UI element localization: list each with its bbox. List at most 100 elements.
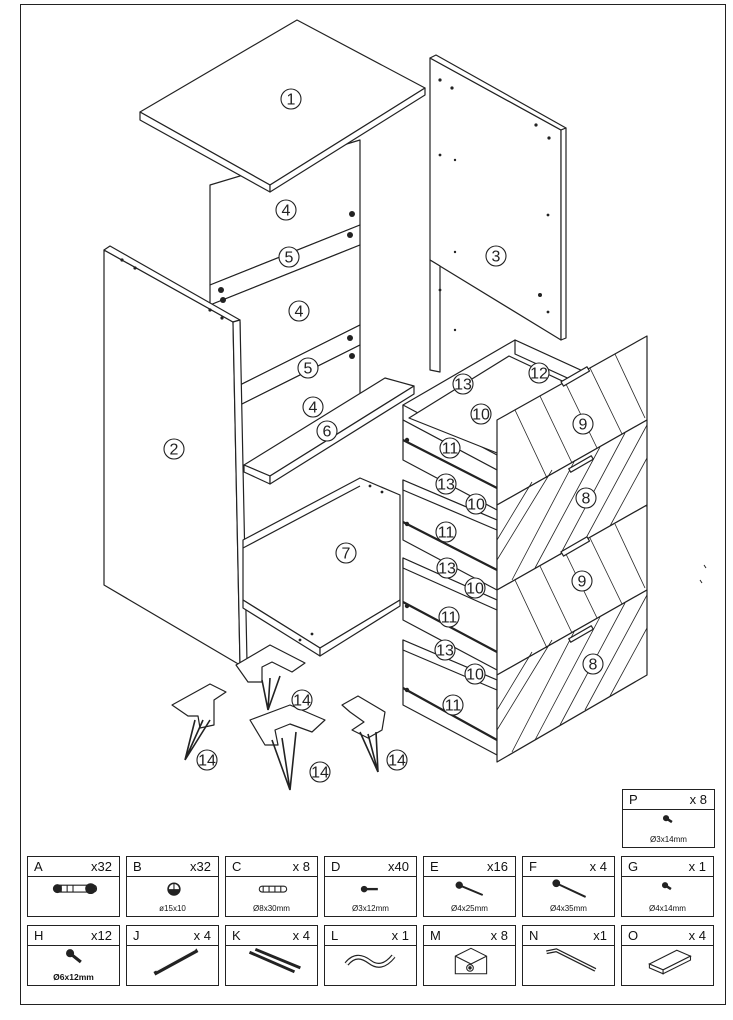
allen-key-icon [546,948,597,972]
part-number: 14 [388,753,406,770]
part-number-circle [439,437,461,459]
part-label-back-strip-upper: 4 [275,199,297,221]
bottom-panel [242,477,401,657]
part-label-top-panel: 1 [280,88,302,110]
part-number: 8 [582,491,591,508]
cam-lock-icon [167,882,181,896]
small-screw-icon [360,885,378,893]
part-label-leg-3: 14 [309,761,331,783]
part-number: 5 [304,361,313,378]
part-number-circle [280,88,302,110]
part-number: 14 [293,693,311,710]
part-number-circle [316,420,338,442]
hardware-letter: J [133,928,140,943]
part-number: 14 [198,753,216,770]
leg-bolt-icon [66,949,82,964]
part-label-drawer-bottom-4: 10 [464,663,486,685]
part-number-circle [571,570,593,592]
hardware-letter: D [331,859,341,874]
part-number-circle [435,473,457,495]
hardware-quantity: x 4 [292,928,310,943]
part-label-drawer-bottom-3: 10 [464,577,486,599]
hardware-quantity: x12 [91,928,112,943]
part-number: 4 [282,203,291,220]
part-label-drawer-rail-1: 11 [439,437,461,459]
hardware-letter: M [430,928,441,943]
part-number-circle [386,749,408,771]
part-label-rail-lower: 5 [297,357,319,379]
part-label-drawer-side-4: 13 [434,639,456,661]
part-number: 6 [323,424,332,441]
part-number-circle [528,362,550,384]
part-number: 13 [438,561,456,578]
hardware-spec: Ø4x14mm [649,904,686,913]
hardware-quantity: x 8 [292,859,310,874]
part-number: 13 [454,377,472,394]
part-number: 11 [445,698,462,715]
part-number-circle [436,557,458,579]
drawer-slide-pair-icon [248,947,301,974]
part-number-circle [196,749,218,771]
short-screw-icon [662,815,673,824]
drawer-slide-icon [153,948,199,976]
part-number: 10 [466,581,484,598]
part-label-drawer-side-3: 13 [436,557,458,579]
part-label-drawer-front-2: 8 [575,487,597,509]
part-number: 11 [441,610,458,627]
hairpin-legs [171,644,386,791]
hardware-quantity: x16 [487,859,508,874]
drawer-handle-icon [648,949,692,975]
part-number: 11 [442,441,459,458]
hardware-quantity: x 4 [193,928,211,943]
part-label-leg-4: 14 [386,749,408,771]
part-number: 5 [285,250,294,267]
part-number-circle [465,493,487,515]
hardware-letter: L [331,928,339,943]
hardware-quantity: x32 [91,859,112,874]
part-label-back-strip-middle: 4 [288,300,310,322]
part-number-circle [297,357,319,379]
hardware-letter: K [232,928,241,943]
part-number: 4 [295,304,304,321]
part-number: 4 [309,400,318,417]
hardware-letter: O [628,928,639,943]
part-number: 9 [579,417,588,434]
part-number-circle [435,521,457,543]
hardware-letter: N [529,928,539,943]
part-number-circle [163,438,185,460]
long-screw-icon [552,879,587,898]
hardware-letter: P [629,792,638,807]
part-number-circle [575,487,597,509]
part-number-circle [464,577,486,599]
part-number: 12 [530,366,548,383]
part-label-shelf: 6 [316,420,338,442]
part-label-drawer-rail-2: 11 [435,521,457,543]
back-panel [429,54,567,373]
part-label-drawer-back-1: 12 [528,362,550,384]
part-label-drawer-front-4: 8 [582,653,604,675]
part-label-drawer-side-1: 13 [452,373,474,395]
hardware-spec: Ø3x14mm [650,835,687,844]
part-label-bottom-panel: 7 [335,542,357,564]
part-number-circle [275,199,297,221]
hardware-quantity: x 4 [688,928,706,943]
part-label-side-panel-left: 2 [163,438,185,460]
hardware-spec: Ø6x12mm [53,972,94,982]
part-number-circle [485,245,507,267]
part-label-back-strip-lower: 4 [302,396,324,418]
hardware-quantity: x 1 [391,928,409,943]
